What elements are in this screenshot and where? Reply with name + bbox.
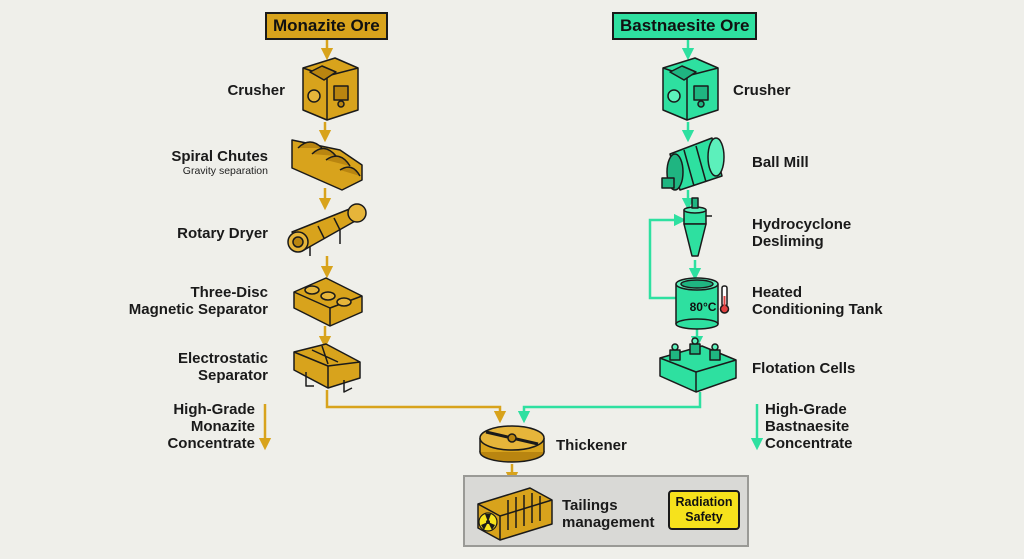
monazite-step-label: Rotary Dryer: [177, 225, 268, 242]
bastnaesite-step-label: Ball Mill: [752, 154, 809, 171]
crusher-icon: [302, 57, 359, 121]
thickener-icon: [479, 425, 545, 463]
arrow-flotation-to-thickener: [517, 392, 702, 424]
bastnaesite-product-label: High-Grade Bastnaesite Concentrate: [765, 401, 853, 452]
monazite-flow-arrows: [258, 38, 519, 485]
monazite-product-label: High-Grade Monazite Concentrate: [167, 401, 255, 452]
bastnaesite-step-label: Crusher: [733, 82, 791, 99]
crusher-icon: [662, 57, 719, 121]
ball-mill-icon: [661, 137, 725, 191]
conditioning-tank-icon: [675, 277, 719, 330]
monazite-ore-title: Monazite Ore: [265, 12, 388, 40]
bastnaesite-step-label: Flotation Cells: [752, 360, 856, 377]
bastnaesite-step-label: Heated Conditioning Tank: [752, 284, 883, 318]
filter-press-icon: [477, 487, 553, 541]
magnetic-separator-icon: [293, 277, 363, 327]
bastnaesite-step-label: Hydrocyclone Desliming: [752, 216, 852, 250]
tailings-label: Tailings management: [562, 497, 655, 531]
rotary-dryer-icon: [287, 203, 367, 256]
radiation-safety-badge: Radiation Safety: [668, 490, 740, 530]
monazite-step-note: Gravity separation: [182, 165, 268, 177]
spiral-chutes-icon: [291, 139, 363, 191]
electrostatic-separator-icon: [293, 343, 361, 393]
thermometer-icon: [719, 285, 730, 314]
arrow-recycle-loop: [648, 213, 687, 300]
monazite-step-label: Spiral Chutes: [171, 148, 268, 165]
flotation-cells-icon: [659, 337, 737, 393]
radiation-icon: [478, 512, 498, 532]
monazite-step-label: Electrostatic Separator: [177, 350, 268, 384]
arrow-electrostatic-to-thickener: [325, 390, 507, 424]
monazite-step-label: Crusher: [227, 82, 285, 99]
thickener-label: Thickener: [556, 437, 627, 454]
tank-temperature: 80°C: [689, 300, 717, 314]
monazite-step-label: Three-Disc Magnetic Separator: [128, 284, 268, 318]
bastnaesite-ore-title: Bastnaesite Ore: [612, 12, 758, 40]
hydrocyclone-icon: [683, 197, 712, 257]
